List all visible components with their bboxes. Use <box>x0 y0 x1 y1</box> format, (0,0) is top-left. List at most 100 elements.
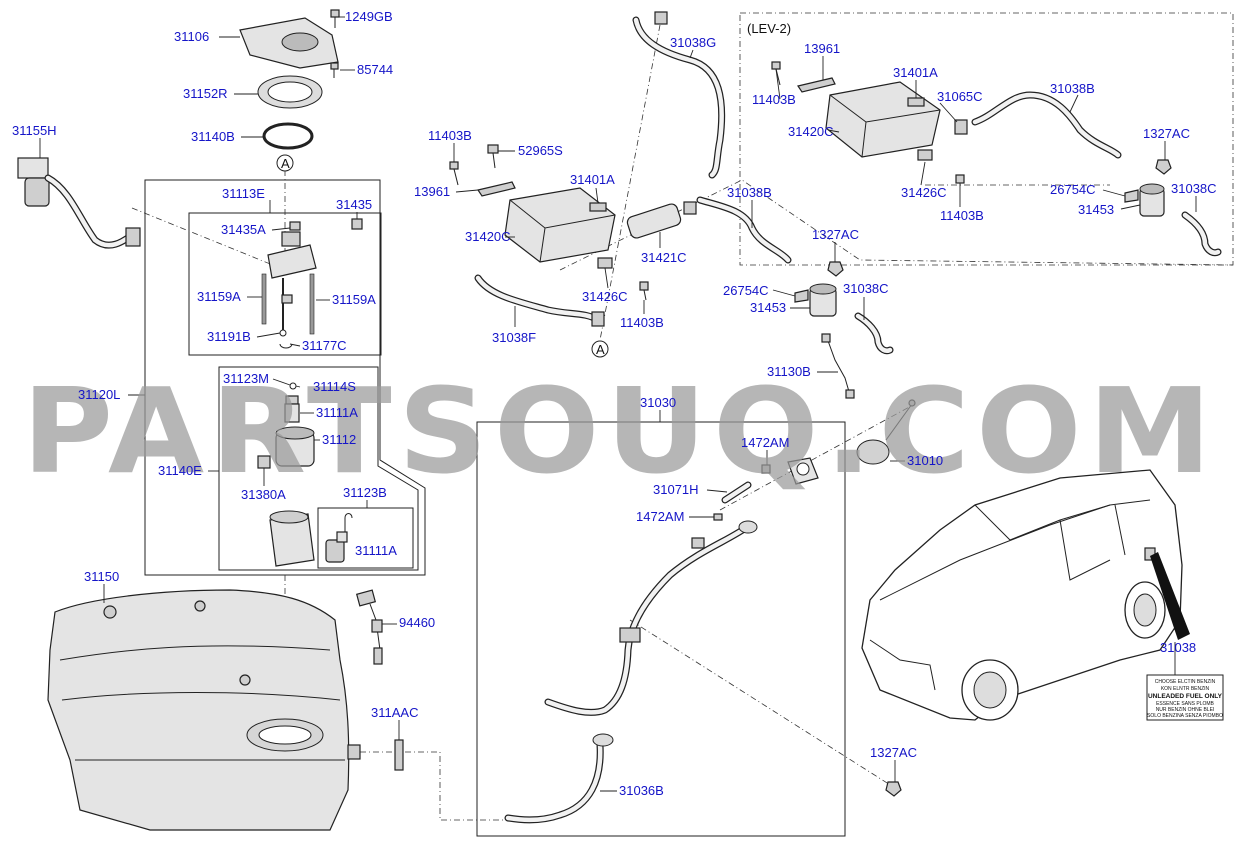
label-31421c[interactable]: 31421C <box>641 250 687 265</box>
label-31112[interactable]: 31112 <box>322 432 356 447</box>
filler-neck-31030-icon <box>544 520 758 716</box>
fuel-label-line-4: ESSENCE SANS PLOMB <box>1156 701 1214 707</box>
filler-cap-31010-icon <box>856 399 916 465</box>
fuel-label-plate: CHOOSE ELCTIN BENZIN KON ELNTR BENZIN UN… <box>1146 674 1224 721</box>
hose-31036b-icon <box>504 733 614 824</box>
retaining-ring-icon <box>257 75 323 109</box>
label-31155h[interactable]: 31155H <box>12 123 57 138</box>
lev2-valve-31453-icon <box>1124 159 1172 217</box>
label-1472am-a[interactable]: 1472AM <box>741 435 789 450</box>
label-31159a-left[interactable]: 31159A <box>197 289 241 304</box>
bolt-1249gb-icon <box>330 9 340 28</box>
label-1327ac-c[interactable]: 1327AC <box>1143 126 1190 141</box>
vehicle-illustration <box>861 469 1190 721</box>
filter-detail-box <box>317 507 414 569</box>
label-31114s[interactable]: 31114S <box>313 379 356 394</box>
label-31140b[interactable]: 31140B <box>191 129 235 144</box>
bracket-13961-a-icon <box>477 181 516 197</box>
filler-housing-icon <box>787 457 819 485</box>
label-31010[interactable]: 31010 <box>907 453 943 468</box>
label-1327ac-b[interactable]: 1327AC <box>870 745 917 760</box>
fuel-label-line-1: CHOOSE ELCTIN BENZIN <box>1155 679 1216 685</box>
label-11403b-d[interactable]: 11403B <box>940 208 984 223</box>
label-31123m[interactable]: 31123M <box>223 371 269 386</box>
guide-lines <box>131 24 1234 821</box>
label-31030[interactable]: 31030 <box>640 395 676 410</box>
label-31435a[interactable]: 31435A <box>221 222 266 237</box>
label-31038g[interactable]: 31038G <box>670 35 716 50</box>
label-31426c-b[interactable]: 31426C <box>901 185 947 200</box>
label-31123b[interactable]: 31123B <box>343 485 387 500</box>
bolt-52965s-icon <box>487 144 499 169</box>
label-1327ac-a[interactable]: 1327AC <box>812 227 859 242</box>
label-31177c[interactable]: 31177C <box>302 338 347 353</box>
label-31038[interactable]: 31038 <box>1160 640 1196 655</box>
lev2-canister-icon <box>771 61 968 184</box>
bolt-11403b-a-icon <box>449 161 459 186</box>
fuel-label-line-6: SOLO BENZINA SENZA PIOMBO <box>1147 713 1223 719</box>
label-31401a-b[interactable]: 31401A <box>893 65 938 80</box>
label-31038c-b[interactable]: 31038C <box>1171 181 1217 196</box>
label-31401a-a[interactable]: 31401A <box>570 172 615 187</box>
line-31130b-icon <box>821 333 855 399</box>
fuel-pump-cover-plate <box>239 17 339 69</box>
label-31420c-b[interactable]: 31420C <box>788 124 834 139</box>
label-11403b-c[interactable]: 11403B <box>752 92 796 107</box>
label-31420c-a[interactable]: 31420C <box>465 229 511 244</box>
label-31140e[interactable]: 31140E <box>158 463 202 478</box>
label-31065c[interactable]: 31065C <box>937 89 983 104</box>
clip-1472am-icon <box>713 464 771 521</box>
leader-lines <box>39 16 1197 792</box>
hose-31071h-icon <box>721 481 752 504</box>
label-31111a-bottom[interactable]: 31111A <box>355 543 397 558</box>
pump-housing-icon <box>269 510 315 567</box>
filler-neck-box <box>476 421 846 837</box>
label-31426c-a[interactable]: 31426C <box>582 289 628 304</box>
ref-marker-a-bottom-label: A <box>596 342 605 357</box>
label-31038b-a[interactable]: 31038B <box>727 185 772 200</box>
hose-31038c-a-icon <box>854 312 894 355</box>
label-1472am-b[interactable]: 1472AM <box>636 509 684 524</box>
label-31036b[interactable]: 31036B <box>619 783 664 798</box>
gasket-ring-icon <box>262 122 314 150</box>
label-52965s[interactable]: 52965S <box>518 143 563 158</box>
label-1249gb[interactable]: 1249GB <box>345 9 393 24</box>
fuel-label-line-3: UNLEADED FUEL ONLY <box>1148 693 1223 700</box>
hose-31038b-a-icon <box>696 196 792 264</box>
label-31130b[interactable]: 31130B <box>767 364 811 379</box>
label-31038b-b[interactable]: 31038B <box>1050 81 1095 96</box>
watermark-text: PARTSOUQ.COM <box>22 362 1218 500</box>
label-13961-b[interactable]: 13961 <box>804 41 840 56</box>
label-11403b-a[interactable]: 11403B <box>428 128 472 143</box>
hose-31038g-icon <box>632 11 726 179</box>
label-31159a-right[interactable]: 31159A <box>332 292 376 307</box>
label-11403b-b[interactable]: 11403B <box>620 315 664 330</box>
label-31038f[interactable]: 31038F <box>492 330 536 345</box>
label-311aac[interactable]: 311AAC <box>371 705 418 720</box>
lev2-title: (LEV-2) <box>747 21 791 36</box>
label-31152r[interactable]: 31152R <box>183 86 228 101</box>
label-31453-a[interactable]: 31453 <box>750 300 786 315</box>
label-31111a-top[interactable]: 31111A <box>316 405 358 420</box>
label-31435[interactable]: 31435 <box>336 197 372 212</box>
label-26754c-a[interactable]: 26754C <box>723 283 769 298</box>
label-31191b[interactable]: 31191B <box>207 329 251 344</box>
label-26754c-b[interactable]: 26754C <box>1050 182 1096 197</box>
hose-31038f-icon <box>474 274 605 327</box>
label-31150[interactable]: 31150 <box>84 569 119 584</box>
filter-detail-icon <box>325 513 353 563</box>
pump-subassembly-box <box>218 366 419 571</box>
label-31120l[interactable]: 31120L <box>78 387 120 402</box>
label-31071h[interactable]: 31071H <box>653 482 699 497</box>
label-94460[interactable]: 94460 <box>399 615 435 630</box>
label-31380a[interactable]: 31380A <box>241 487 286 502</box>
filter-31421c-icon <box>626 201 697 239</box>
label-31453-b[interactable]: 31453 <box>1078 202 1114 217</box>
label-31038c-a[interactable]: 31038C <box>843 281 889 296</box>
label-13961-a[interactable]: 13961 <box>414 184 450 199</box>
label-31106[interactable]: 31106 <box>174 29 209 44</box>
label-85744[interactable]: 85744 <box>357 62 393 77</box>
label-31113e[interactable]: 31113E <box>222 186 265 201</box>
fuel-sender-unit-icon <box>261 218 363 349</box>
lev2-hose-31038c-icon <box>1181 211 1222 257</box>
